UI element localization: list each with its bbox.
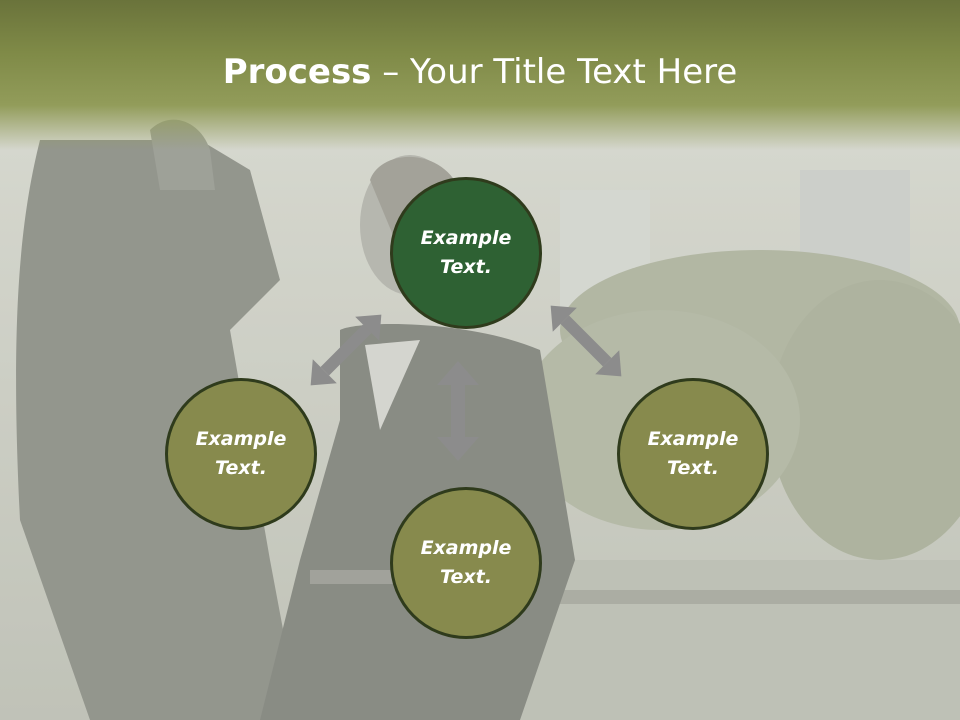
title-bar: [0, 0, 960, 150]
node-bottom-line1: Example: [420, 537, 512, 559]
node-right-line2: Text.: [667, 457, 719, 479]
node-left-line1: Example: [195, 428, 287, 450]
node-top-line2: Text.: [440, 256, 492, 278]
slide-title[interactable]: Process – Your Title Text Here: [0, 52, 960, 92]
title-rest-part: – Your Title Text Here: [371, 52, 738, 92]
node-left-line2: Text.: [215, 457, 267, 479]
node-top-line1: Example: [420, 227, 512, 249]
node-bottom-line2: Text.: [440, 566, 492, 588]
title-bold-part: Process: [222, 52, 372, 92]
node-right-line1: Example: [647, 428, 739, 450]
